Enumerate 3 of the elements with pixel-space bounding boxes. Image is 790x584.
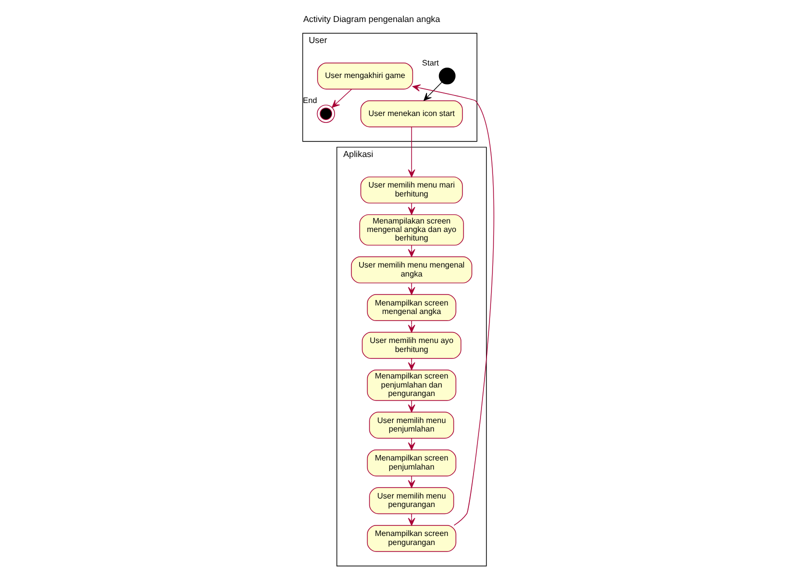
diagram-title: Activity Diagram pengenalan angka bbox=[302, 14, 440, 24]
node-label: End bbox=[302, 96, 317, 105]
node-label: Start bbox=[422, 58, 438, 68]
